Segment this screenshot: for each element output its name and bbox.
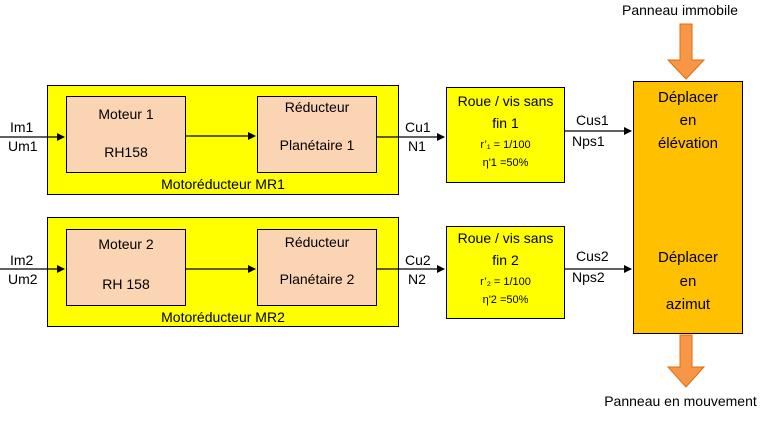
chain-1-arrows bbox=[0, 127, 632, 141]
elevation-line-3: élévation bbox=[657, 135, 719, 152]
panel-function-block bbox=[633, 81, 743, 334]
worm-gear-1-efficiency: η'1 =50% bbox=[482, 157, 529, 169]
elevation-line-1: Déplacer bbox=[657, 89, 719, 106]
output-n1: N1 bbox=[408, 138, 426, 154]
worm-gear-2-title: Roue / vis sans bbox=[457, 230, 554, 246]
motor-1-name: Moteur 1 bbox=[98, 106, 154, 122]
worm-gear-2-ratio: r’₂ = 1/100 bbox=[480, 276, 531, 288]
output-cu2: Cu2 bbox=[405, 252, 431, 268]
elevation-line-2: en bbox=[679, 112, 697, 129]
reducer-1-type: Planétaire 1 bbox=[279, 137, 355, 153]
input-um2: Um2 bbox=[8, 271, 38, 287]
worm-gear-2-subtitle: fin 2 bbox=[492, 252, 519, 268]
azimuth-line-3: azimut bbox=[665, 296, 711, 313]
output-block-arrow bbox=[666, 334, 706, 388]
worm-gear-2-box bbox=[446, 226, 565, 319]
motor-2-model: RH 158 bbox=[102, 276, 150, 292]
input-um1: Um1 bbox=[8, 138, 38, 154]
worm-gear-1-subtitle: fin 1 bbox=[492, 115, 519, 131]
azimuth-line-1: Déplacer bbox=[657, 249, 719, 266]
top-label: Panneau immobile bbox=[622, 2, 738, 18]
worm-gear-1-ratio: r’₁ = 1/100 bbox=[480, 139, 531, 151]
input-im2: Im2 bbox=[10, 252, 34, 268]
output-cus1: Cus1 bbox=[576, 112, 609, 128]
motor-1-model: RH158 bbox=[104, 144, 148, 160]
output-nps1: Nps1 bbox=[572, 133, 605, 149]
motor-2-box bbox=[66, 229, 186, 306]
motoreducer-mr2-label: Motoréducteur MR2 bbox=[161, 309, 285, 325]
reducer-1-box bbox=[257, 96, 377, 173]
reducer-2-box bbox=[257, 229, 377, 306]
reducer-1-name: Réducteur bbox=[284, 99, 350, 115]
input-block-arrow bbox=[666, 23, 706, 80]
worm-gear-1-title: Roue / vis sans bbox=[457, 93, 554, 109]
bottom-label: Panneau en mouvement bbox=[604, 393, 757, 409]
worm-gear-1-box bbox=[446, 87, 565, 183]
azimuth-line-2: en bbox=[679, 273, 697, 290]
motoreducer-mr1-label: Motoréducteur MR1 bbox=[161, 176, 285, 192]
output-nps2: Nps2 bbox=[572, 269, 605, 285]
output-cu1: Cu1 bbox=[405, 119, 431, 135]
input-im1: Im1 bbox=[10, 119, 34, 135]
output-n2: N2 bbox=[408, 271, 426, 287]
motor-2-name: Moteur 2 bbox=[98, 236, 154, 252]
reducer-2-name: Réducteur bbox=[284, 234, 350, 250]
output-cus2: Cus2 bbox=[576, 248, 609, 264]
motor-1-box bbox=[66, 96, 186, 173]
reducer-2-type: Planétaire 2 bbox=[279, 271, 355, 287]
worm-gear-2-efficiency: η'2 =50% bbox=[482, 294, 529, 306]
